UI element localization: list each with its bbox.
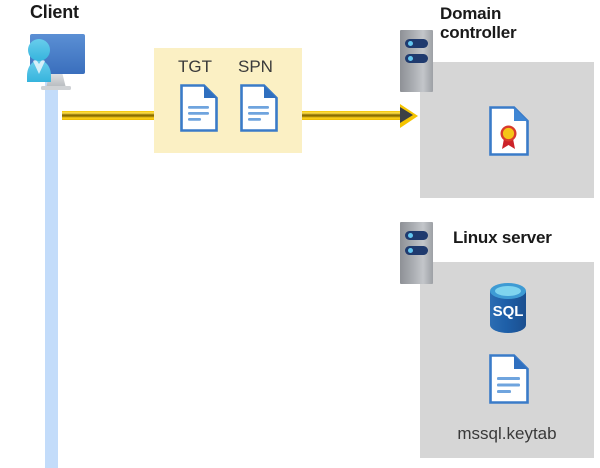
keytab-document-icon bbox=[489, 354, 529, 409]
tgt-document-icon bbox=[180, 84, 218, 137]
linux-server-title: Linux server bbox=[453, 228, 552, 247]
spn-label: SPN bbox=[238, 57, 273, 76]
tgt-label: TGT bbox=[178, 57, 212, 76]
keytab-filename-label: mssql.keytab bbox=[457, 424, 557, 443]
rack-led-pill bbox=[405, 54, 428, 63]
rack-led-dot bbox=[408, 56, 413, 61]
sql-database-icon: SQL bbox=[485, 282, 531, 339]
domain-controller-title-line1: Domain bbox=[440, 4, 502, 23]
domain-controller-title-line2: controller bbox=[440, 23, 517, 43]
domain-controller-title: Domain controller bbox=[440, 4, 595, 42]
client-lifeline bbox=[45, 66, 58, 468]
rack-led-dot bbox=[408, 233, 413, 238]
rack-led-pill bbox=[405, 39, 428, 48]
rack-led-pill bbox=[405, 231, 428, 240]
connector-line-right bbox=[299, 111, 403, 120]
rack-led-dot bbox=[408, 41, 413, 46]
sql-database-label: SQL bbox=[493, 303, 524, 320]
domain-controller-server-rack-icon bbox=[400, 30, 433, 92]
client-title: Client bbox=[30, 2, 79, 22]
rack-led-dot bbox=[408, 248, 413, 253]
arrow-head-icon bbox=[400, 107, 413, 123]
linux-server-rack-icon bbox=[400, 222, 433, 284]
message-highlight-box bbox=[154, 48, 302, 153]
connector-line-left bbox=[62, 111, 156, 120]
rack-led-pill bbox=[405, 246, 428, 255]
spn-document-icon bbox=[240, 84, 278, 137]
certificate-document-icon bbox=[489, 106, 529, 161]
workstation-user-icon bbox=[8, 28, 96, 96]
